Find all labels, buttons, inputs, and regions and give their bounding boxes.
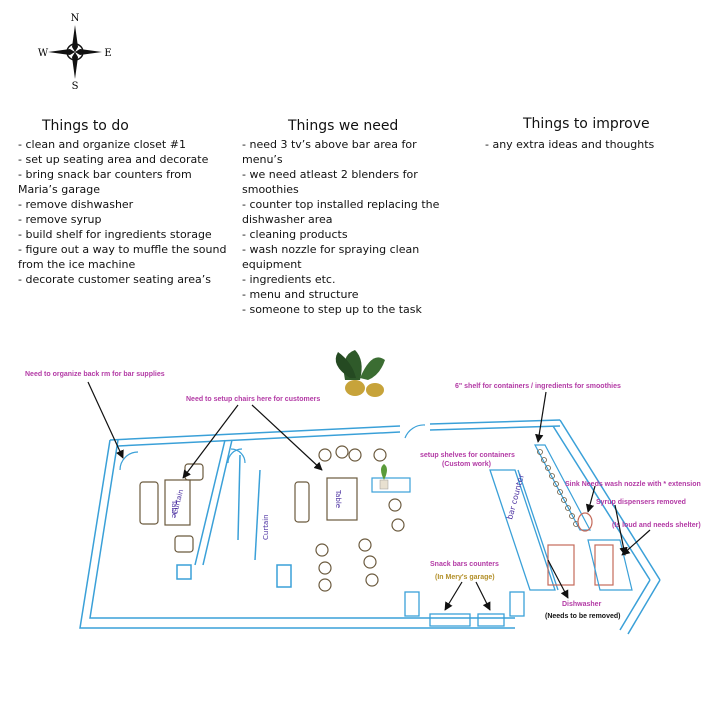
ice-machine	[594, 544, 614, 586]
compass-n: N	[71, 13, 80, 24]
compass-s: S	[72, 81, 79, 92]
plant-icon	[335, 350, 385, 397]
walls	[79, 419, 661, 635]
stool	[315, 543, 329, 557]
list-item: - need 3 tv’s above bar area for menu’s	[242, 138, 417, 166]
chair	[174, 535, 194, 553]
note-marys-garage: (In Mery's garage)	[435, 574, 495, 581]
list-item: - we need atleast 2 blenders for smoothi…	[242, 168, 418, 196]
compass-w: W	[38, 48, 49, 59]
list-item: - build shelf for ingredients storage	[18, 228, 212, 241]
list-item: - remove syrup	[18, 213, 102, 226]
list-item: - someone to step up to the task	[242, 303, 422, 316]
things-to-improve-list: - any extra ideas and thoughts	[485, 137, 685, 152]
note-shelf6: 6" shelf for containers / ingredients fo…	[455, 383, 621, 390]
stool	[358, 538, 372, 552]
note-dishwasher: Dishwasher	[562, 601, 602, 608]
counter-fixtures	[547, 512, 614, 586]
list-item: - set up seating area and decorate	[18, 153, 209, 166]
list-item: - any extra ideas and thoughts	[485, 138, 655, 151]
stool	[391, 518, 405, 532]
note-sink: Sink Needs wash nozzle with * extension	[565, 481, 701, 488]
stool	[318, 448, 332, 462]
list-item: - remove dishwasher	[18, 198, 134, 211]
sink	[577, 512, 593, 532]
note-loud: (Is loud and needs shelter)	[612, 522, 701, 529]
annotation-arrows	[87, 381, 651, 611]
list-item: - menu and structure	[242, 288, 359, 301]
side-counter	[587, 539, 633, 591]
curtain-mid-label: Curtain	[262, 514, 270, 540]
compass-rose: N S W E	[30, 10, 120, 95]
things-to-do-list: - clean and organize closet #1 - set up …	[18, 137, 230, 287]
note-syrup: Syrup dispensers removed	[596, 499, 686, 506]
middle-seating	[294, 445, 405, 592]
list-item: - ingredients etc.	[242, 273, 336, 286]
floor-plan: Table Curtain Table Curtain ba	[25, 350, 701, 635]
snack-bar-counters	[404, 591, 525, 627]
stool	[388, 498, 402, 512]
stool	[348, 448, 362, 462]
list-item: - decorate customer seating area’s	[18, 273, 211, 286]
stool	[365, 573, 379, 587]
table-mid-label: Table	[334, 489, 342, 508]
small-plant-icon	[379, 464, 389, 490]
note-custom-work: (Custom work)	[442, 461, 491, 468]
compass-icon: N S W E	[38, 13, 112, 92]
heading-things-to-improve: Things to improve	[523, 116, 650, 132]
list-item: - clean and organize closet #1	[18, 138, 186, 151]
compass-e: E	[104, 48, 111, 59]
interior-walls	[176, 439, 292, 588]
stool	[318, 578, 332, 592]
bench	[294, 481, 310, 523]
list-item: - cleaning products	[242, 228, 348, 241]
table-left	[164, 479, 191, 526]
note-dishwasher-removed: (Needs to be removed)	[545, 613, 620, 620]
heading-things-we-need: Things we need	[288, 118, 399, 134]
stool	[363, 555, 377, 569]
list-item: - figure out a way to muffle the sound f…	[18, 243, 227, 271]
note-chairs: Need to setup chairs here for customers	[186, 396, 320, 403]
list-item: - bring snack bar counters from Maria’s …	[18, 168, 192, 196]
stool	[335, 445, 349, 459]
list-item: - counter top installed replacing the di…	[242, 198, 440, 226]
heading-things-to-do: Things to do	[42, 118, 129, 134]
list-item: - wash nozzle for spraying clean equipme…	[242, 243, 420, 271]
middle-counter	[371, 477, 411, 493]
note-snack-bars: Snack bars counters	[430, 561, 499, 568]
note-setup-shelves: setup shelves for containers	[420, 452, 515, 459]
table-left-label: Table	[170, 499, 178, 518]
stool	[373, 448, 387, 462]
table-mid	[326, 477, 358, 521]
door-arcs	[119, 424, 426, 471]
curtain-left-label: Curtain	[171, 489, 185, 516]
smoothie-shelf	[534, 444, 591, 531]
stool	[318, 561, 332, 575]
bar-counter-label: bar counter	[505, 472, 526, 520]
note-back-room: Need to organize back rm for bar supplie…	[25, 371, 165, 378]
sofa-left	[139, 481, 159, 525]
things-we-need-list: - need 3 tv’s above bar area for menu’s …	[242, 137, 450, 317]
bar-counter	[489, 469, 559, 591]
